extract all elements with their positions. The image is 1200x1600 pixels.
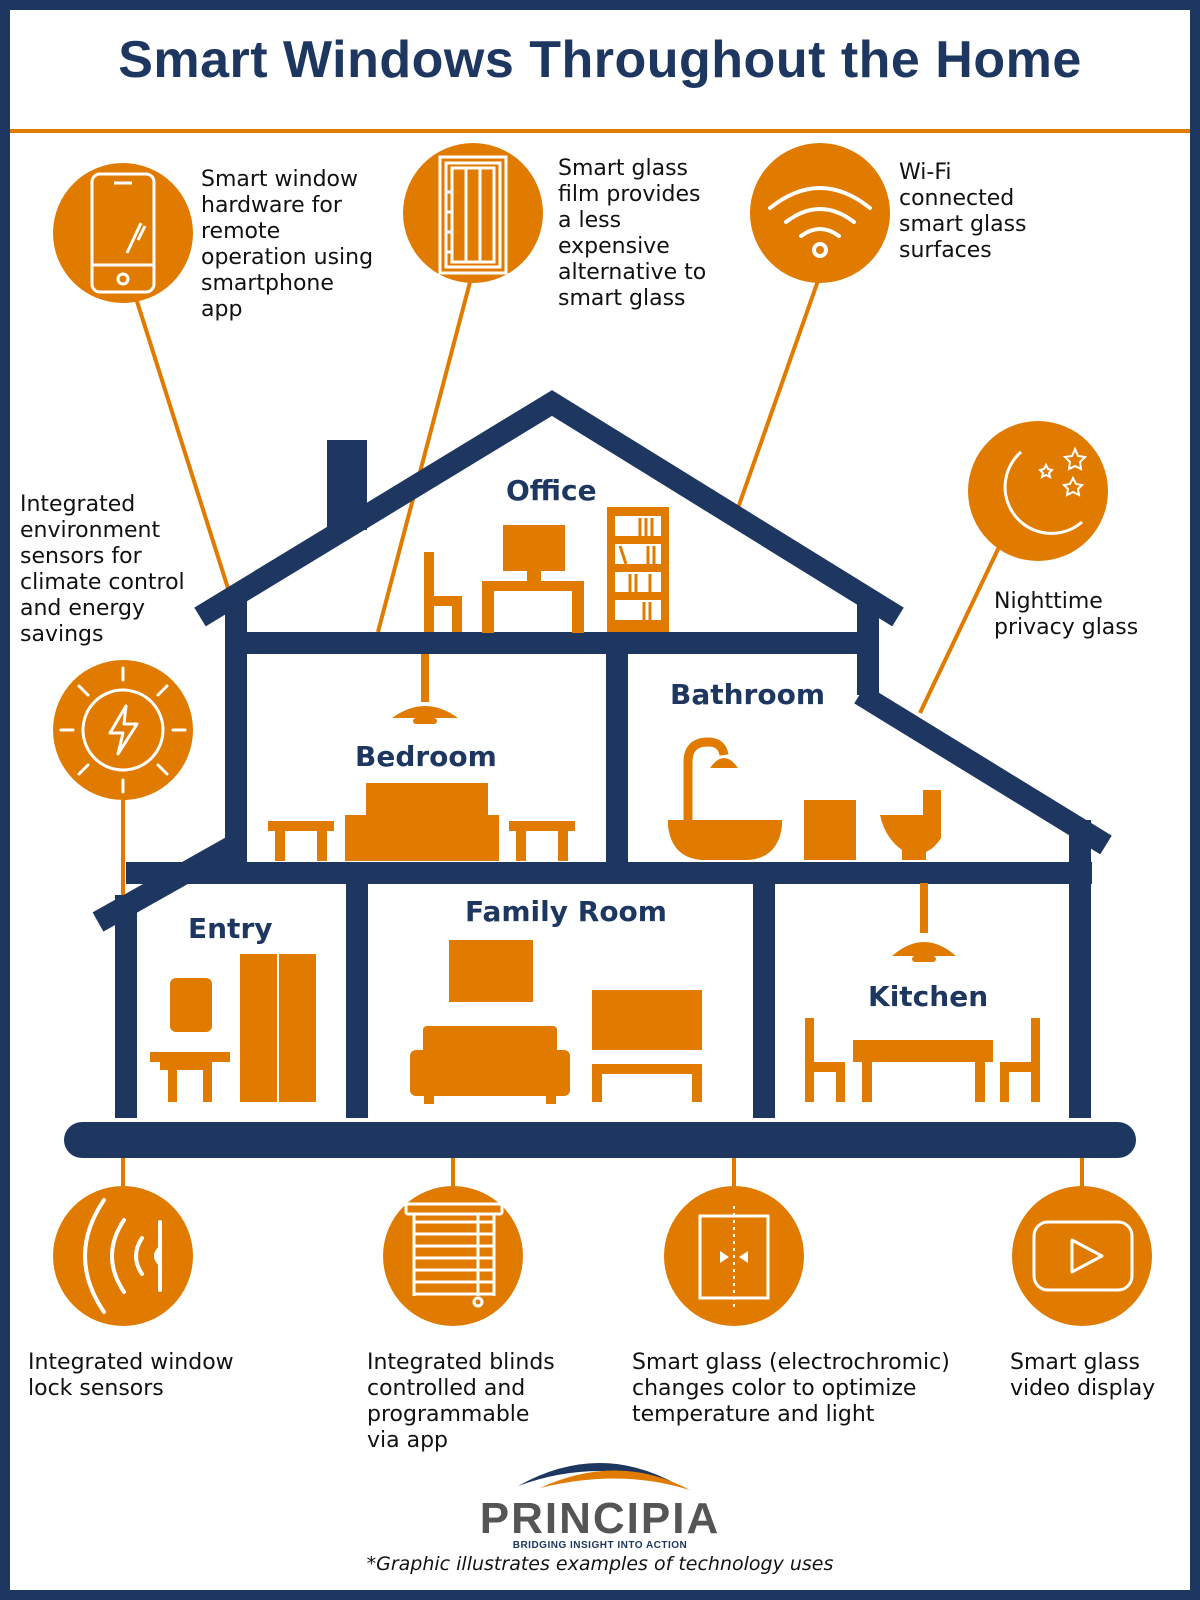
- entry-table-top: [150, 1052, 230, 1062]
- page-title: Smart Windows Throughout the Home: [118, 31, 1082, 89]
- kitchen-lamp-cord: [920, 883, 928, 933]
- office-chair-back: [424, 552, 434, 632]
- bedroom-lamp-cord: [421, 654, 429, 702]
- brand-tagline: BRIDGING INSIGHT INTO ACTION: [512, 1540, 688, 1551]
- right-roof: [854, 684, 1112, 855]
- sun-energy-icon: [53, 660, 193, 800]
- office-monitor: [503, 525, 565, 571]
- bedroom-furniture: [268, 654, 575, 861]
- kitchen-table-top: [853, 1040, 993, 1062]
- upper-roof: [194, 390, 904, 627]
- sofa-leg: [546, 1096, 556, 1104]
- entry-table-apron: [160, 1062, 212, 1070]
- entry-furniture: [150, 954, 316, 1102]
- tv-stand-leg: [692, 1074, 702, 1102]
- callout-lock: Integrated window lock sensors: [28, 1350, 234, 1401]
- tv-stand-leg: [592, 1074, 602, 1102]
- callout-night: Nighttime privacy glass: [994, 589, 1139, 640]
- room-label-kitchen: Kitchen: [868, 980, 989, 1013]
- office-desk-leg: [482, 591, 494, 633]
- kitchen-chair-left-back: [805, 1018, 814, 1102]
- wifi-icon: [750, 143, 890, 283]
- bookshelf-books: [618, 518, 656, 620]
- brand-name: PRINCIPIA: [479, 1494, 721, 1543]
- family-room-furniture: [410, 940, 702, 1104]
- kitchen-lamp-shade: [892, 942, 956, 956]
- nightstand-right-leg: [558, 831, 568, 861]
- office-desk-top: [482, 581, 584, 591]
- entry-table-leg: [203, 1070, 212, 1102]
- blinds-icon: [383, 1186, 523, 1326]
- nightstand-left-leg: [317, 831, 327, 861]
- connector-film: [376, 281, 472, 633]
- sliding-window-icon: [664, 1186, 804, 1326]
- family-tv: [592, 990, 702, 1050]
- bath-faucet: [683, 737, 729, 822]
- nightstand-right-top: [509, 821, 575, 831]
- shower-head: [710, 758, 738, 768]
- callout-blinds: Integrated blinds controlled and program…: [367, 1350, 555, 1453]
- kitchen-table-leg: [862, 1062, 872, 1102]
- sofa-seat: [410, 1050, 570, 1096]
- entry-table-leg: [168, 1070, 177, 1102]
- kitchen-chair-left-leg: [836, 1072, 845, 1102]
- connector-smartphone: [133, 294, 247, 643]
- connector-night: [918, 544, 1002, 714]
- sofa-leg: [424, 1096, 434, 1104]
- kitchen-table-leg: [975, 1062, 985, 1102]
- smartphone-icon: [53, 163, 193, 303]
- toilet-tank: [923, 790, 941, 820]
- moon-stars-icon: [968, 421, 1108, 561]
- kitchen-chair-right-seat: [1000, 1062, 1040, 1072]
- bathroom-furniture: [668, 737, 941, 860]
- bedroom-lamp-shade: [392, 706, 458, 718]
- callout-electrochromic: Smart glass (electrochromic) changes col…: [632, 1350, 950, 1427]
- kitchen-chair-right-leg: [1000, 1072, 1009, 1102]
- room-label-bedroom: Bedroom: [355, 740, 497, 773]
- bed-headboard: [366, 783, 488, 819]
- callout-environment: Integrated environment sensors for clima…: [20, 492, 185, 647]
- bedroom-lamp-bulb: [413, 718, 437, 724]
- callout-film: Smart glass film provides a less expensi…: [558, 156, 707, 311]
- office-desk-leg: [572, 591, 584, 633]
- office-chair-leg: [452, 606, 462, 632]
- connector-wifi: [736, 274, 822, 509]
- foundation: [64, 1122, 1136, 1158]
- window-film-icon: [403, 143, 543, 283]
- entry-mirror: [170, 978, 212, 1032]
- bathtub: [668, 820, 782, 860]
- lock-sensor-icon: [53, 1186, 193, 1326]
- room-label-bathroom: Bathroom: [670, 678, 826, 711]
- office-chair-seat: [424, 596, 462, 606]
- title-divider: [10, 129, 1190, 133]
- kitchen-chair-right-back: [1031, 1018, 1040, 1102]
- callout-smartphone: Smart window hardware for remote operati…: [201, 167, 374, 322]
- bed-body: [345, 815, 499, 861]
- room-label-entry: Entry: [188, 912, 273, 945]
- toilet-bowl: [880, 815, 941, 860]
- principia-logo-mark: [518, 1463, 690, 1490]
- callout-wifi: Wi-Fi connected smart glass surfaces: [899, 160, 1027, 263]
- callout-video: Smart glass video display: [1010, 1350, 1156, 1401]
- nightstand-left-leg: [275, 831, 285, 861]
- kitchen-lamp-bulb: [912, 956, 936, 962]
- family-picture: [449, 940, 533, 1002]
- connector-lines: [121, 274, 1084, 1190]
- tv-stand-top: [592, 1064, 702, 1074]
- room-label-family: Family Room: [465, 895, 667, 928]
- house-structure: [92, 390, 1112, 1118]
- nightstand-right-leg: [516, 831, 526, 861]
- video-play-icon: [1012, 1186, 1152, 1326]
- nightstand-left-top: [268, 821, 334, 831]
- kitchen-chair-left-seat: [805, 1062, 845, 1072]
- footnote: *Graphic illustrates examples of technol…: [366, 1553, 834, 1575]
- kitchen-furniture: [805, 883, 1040, 1102]
- office-monitor-stand: [527, 571, 541, 581]
- room-label-office: Office: [506, 474, 597, 507]
- bath-cabinet: [804, 800, 856, 860]
